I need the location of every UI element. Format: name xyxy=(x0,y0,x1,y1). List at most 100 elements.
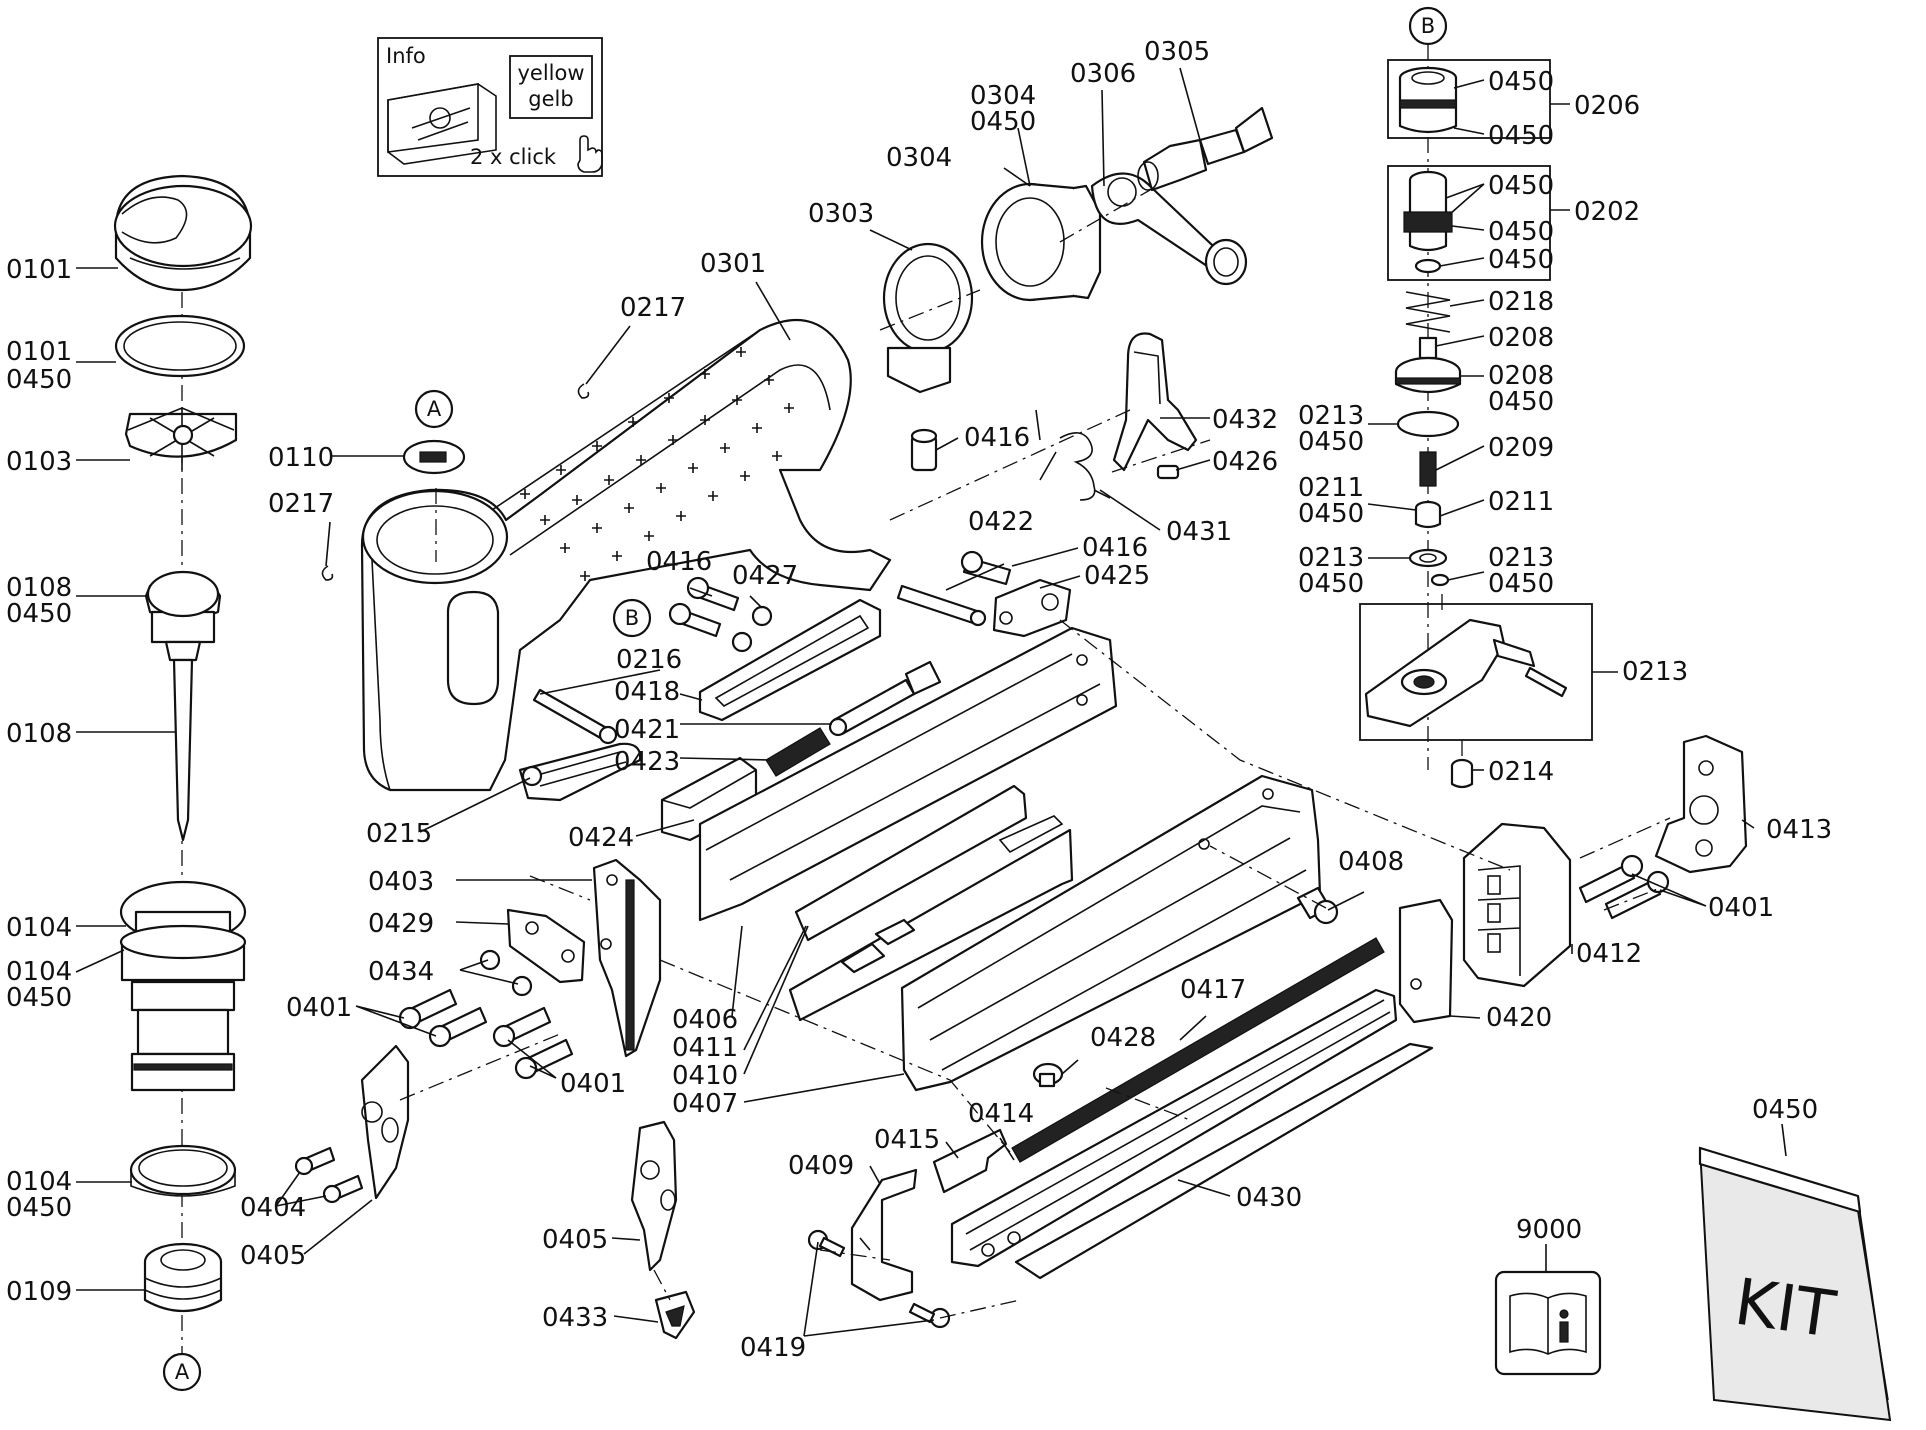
label-0450-r3[interactable]: 0450 xyxy=(1488,171,1554,201)
part-0416-screws-c[interactable] xyxy=(668,576,740,638)
label-0434[interactable]: 0434 xyxy=(368,957,434,987)
label-0214[interactable]: 0214 xyxy=(1488,757,1554,787)
label-0305[interactable]: 0305 xyxy=(1144,37,1210,67)
label-0433[interactable]: 0433 xyxy=(542,1303,608,1333)
label-0413[interactable]: 0413 xyxy=(1766,815,1832,845)
label-0450-r4[interactable]: 0450 xyxy=(1488,217,1554,247)
label-0406[interactable]: 0406 xyxy=(672,1005,738,1035)
label-0110[interactable]: 0110 xyxy=(268,443,334,473)
label-0404[interactable]: 0404 xyxy=(240,1193,306,1223)
manual-book-icon[interactable] xyxy=(1494,1270,1602,1376)
label-0425[interactable]: 0425 xyxy=(1084,561,1150,591)
label-0450-0213-a[interactable]: 0450 xyxy=(1298,427,1364,457)
label-0405-a[interactable]: 0405 xyxy=(240,1241,306,1271)
part-0425-latch[interactable] xyxy=(992,578,1072,638)
label-0216[interactable]: 0216 xyxy=(616,645,682,675)
label-0450-r1[interactable]: 0450 xyxy=(1488,67,1554,97)
part-0208-valve-seat[interactable] xyxy=(1394,336,1462,394)
part-0414-pusher[interactable] xyxy=(950,988,1398,1268)
label-0407[interactable]: 0407 xyxy=(672,1089,738,1119)
label-0450-0213-c[interactable]: 0450 xyxy=(1488,569,1554,599)
label-0450-0104-ring[interactable]: 0450 xyxy=(6,1193,72,1223)
part-0410-rail[interactable] xyxy=(794,784,1028,974)
label-0301[interactable]: 0301 xyxy=(700,249,766,279)
label-0408[interactable]: 0408 xyxy=(1338,847,1404,877)
label-0414[interactable]: 0414 xyxy=(968,1099,1034,1129)
label-0208-a[interactable]: 0208 xyxy=(1488,323,1554,353)
label-0206[interactable]: 0206 xyxy=(1574,91,1640,121)
label-0104[interactable]: 0104 xyxy=(6,913,72,943)
label-0109[interactable]: 0109 xyxy=(6,1277,72,1307)
label-0217-a[interactable]: 0217 xyxy=(620,293,686,323)
label-0213-d[interactable]: 0213 xyxy=(1622,657,1688,687)
label-0450-0108[interactable]: 0450 xyxy=(6,599,72,629)
label-0213-a[interactable]: 0213 xyxy=(1298,401,1364,431)
label-0450-kit[interactable]: 0450 xyxy=(1752,1095,1818,1125)
label-0304[interactable]: 0304 xyxy=(886,143,952,173)
label-0306[interactable]: 0306 xyxy=(1070,59,1136,89)
part-0408-screw[interactable] xyxy=(1296,886,1339,925)
part-0202-valve[interactable] xyxy=(1403,170,1453,274)
label-0401-b[interactable]: 0401 xyxy=(560,1069,626,1099)
part-0418-guide[interactable] xyxy=(698,598,882,722)
part-0306-washer[interactable] xyxy=(1090,172,1248,286)
label-0211-b[interactable]: 0211 xyxy=(1488,487,1554,517)
label-0412[interactable]: 0412 xyxy=(1576,939,1642,969)
part-0433-clip[interactable] xyxy=(654,1290,696,1340)
label-0423[interactable]: 0423 xyxy=(614,747,680,777)
part-0213-oring-b[interactable] xyxy=(1408,548,1448,568)
part-0434-washers[interactable] xyxy=(479,949,533,997)
label-0450-0104[interactable]: 0450 xyxy=(6,983,72,1013)
label-0409[interactable]: 0409 xyxy=(788,1151,854,1181)
label-0431[interactable]: 0431 xyxy=(1166,517,1232,547)
label-0103[interactable]: 0103 xyxy=(6,447,72,477)
label-0403[interactable]: 0403 xyxy=(368,867,434,897)
part-0405-latch-a[interactable] xyxy=(360,1044,410,1200)
part-0215-trigger-guard[interactable] xyxy=(518,742,642,802)
part-0429-plate[interactable] xyxy=(506,908,586,984)
label-0209[interactable]: 0209 xyxy=(1488,433,1554,463)
label-0430[interactable]: 0430 xyxy=(1236,1183,1302,1213)
label-9000[interactable]: 9000 xyxy=(1516,1215,1582,1245)
part-0415-slider[interactable] xyxy=(932,1128,1008,1194)
part-0430-strip[interactable] xyxy=(1014,1042,1434,1280)
label-0108-set[interactable]: 0108 xyxy=(6,573,72,603)
label-0208-b[interactable]: 0208 xyxy=(1488,361,1554,391)
label-0424[interactable]: 0424 xyxy=(568,823,634,853)
label-0416-c[interactable]: 0416 xyxy=(646,547,712,577)
label-0426[interactable]: 0426 xyxy=(1212,447,1278,477)
part-0216-pin[interactable] xyxy=(532,688,618,745)
part-0416-screw-a[interactable] xyxy=(910,428,938,472)
part-0213-valve-body[interactable] xyxy=(1364,618,1568,728)
part-0104-cylinder[interactable] xyxy=(119,880,247,1092)
kit-bag[interactable]: KIT xyxy=(1698,1146,1892,1422)
label-0418[interactable]: 0418 xyxy=(614,677,680,707)
part-0405-latch-b[interactable] xyxy=(630,1120,678,1272)
label-0416-a[interactable]: 0416 xyxy=(964,423,1030,453)
label-0410[interactable]: 0410 xyxy=(672,1061,738,1091)
label-0104-ring-set[interactable]: 0104 xyxy=(6,1167,72,1197)
part-0401-screws-b[interactable] xyxy=(1578,854,1670,920)
part-0213-oring-a[interactable] xyxy=(1396,410,1460,438)
label-0215[interactable]: 0215 xyxy=(366,819,432,849)
label-0411[interactable]: 0411 xyxy=(672,1033,738,1063)
part-0305-fitting[interactable] xyxy=(1137,106,1274,192)
label-0401-c[interactable]: 0401 xyxy=(1708,893,1774,923)
part-0304-inlet-body[interactable] xyxy=(980,182,1102,302)
part-0213-oring-c[interactable] xyxy=(1430,573,1450,587)
part-0404-screws[interactable] xyxy=(294,1146,364,1204)
label-0101-set[interactable]: 0101 xyxy=(6,337,72,367)
label-0450-0208[interactable]: 0450 xyxy=(1488,387,1554,417)
part-0420-plate[interactable] xyxy=(1398,898,1454,1024)
label-0101[interactable]: 0101 xyxy=(6,255,72,285)
label-0450-0304[interactable]: 0450 xyxy=(970,107,1036,137)
label-0211-a[interactable]: 0211 xyxy=(1298,473,1364,503)
part-0413-bracket[interactable] xyxy=(1654,734,1748,874)
label-0432[interactable]: 0432 xyxy=(1212,405,1278,435)
label-0450-0101[interactable]: 0450 xyxy=(6,365,72,395)
info-box[interactable]: Info yellow gelb 2 x click xyxy=(377,37,603,177)
label-0419[interactable]: 0419 xyxy=(740,1333,806,1363)
part-0417-spring[interactable] xyxy=(1011,937,1385,1163)
label-0213-c[interactable]: 0213 xyxy=(1488,543,1554,573)
part-0412-end-cap[interactable] xyxy=(1462,822,1572,988)
